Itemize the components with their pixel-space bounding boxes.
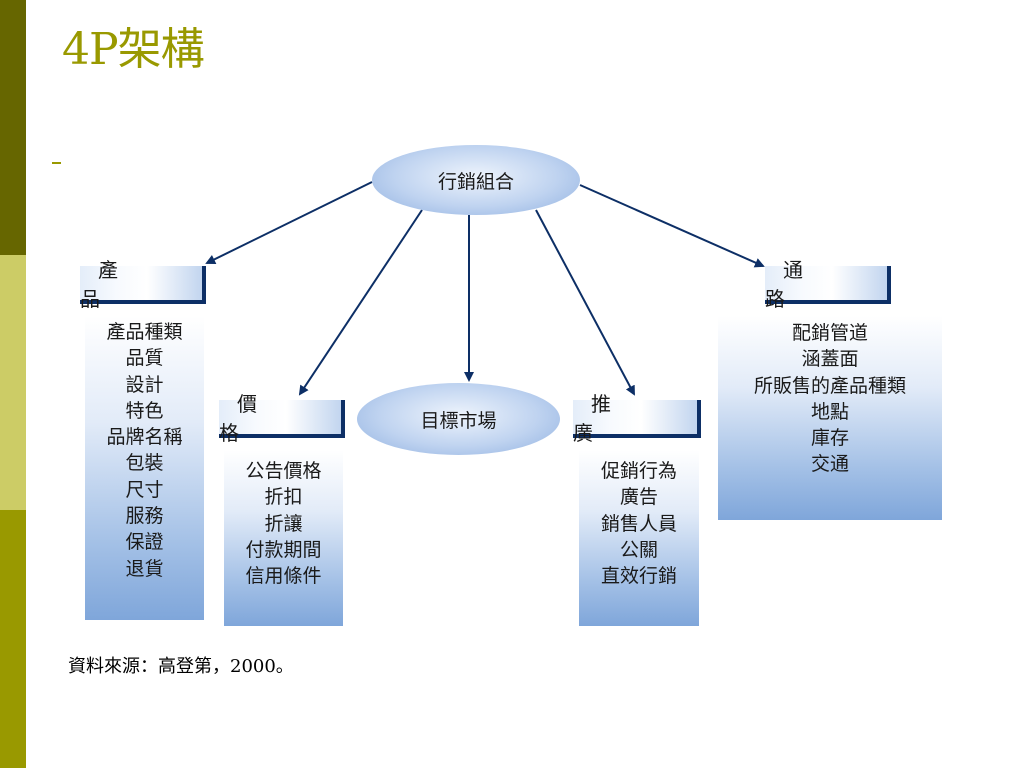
target-market-node: 目標市場 bbox=[357, 383, 560, 455]
bullet-marker bbox=[52, 162, 61, 164]
sidebar-stripe-dark bbox=[0, 0, 26, 255]
promotion-label: 推 廣 bbox=[573, 392, 667, 445]
arrow-to-promotion bbox=[535, 209, 635, 396]
marketing-mix-node: 行銷組合 bbox=[372, 145, 580, 215]
list-item: 產品種類 bbox=[106, 321, 183, 343]
list-item: 涵蓋面 bbox=[801, 348, 859, 371]
list-item: 交通 bbox=[810, 453, 849, 476]
list-item: 庫存 bbox=[810, 427, 849, 450]
list-item: 配銷管道 bbox=[791, 322, 868, 344]
list-item: 公關 bbox=[619, 538, 658, 561]
list-item: 折讓 bbox=[264, 512, 303, 535]
list-item: 信用條件 bbox=[245, 565, 322, 588]
list-item: 特色 bbox=[125, 399, 164, 422]
source-citation: 資料來源：高登第，2000。 bbox=[68, 656, 294, 677]
list-item: 品質 bbox=[125, 347, 164, 370]
list-item: 公告價格 bbox=[245, 460, 322, 482]
promotion-items-box: 促銷行為 廣告 銷售人員 公關 直效行銷 bbox=[579, 450, 699, 626]
list-item: 品牌名稱 bbox=[106, 426, 183, 449]
price-items-box: 公告價格 折扣 折讓 付款期間 信用條件 bbox=[224, 450, 343, 626]
list-item: 尺寸 bbox=[125, 478, 164, 501]
list-item: 包裝 bbox=[125, 452, 164, 475]
sidebar-stripe-light bbox=[0, 255, 26, 510]
list-item: 設計 bbox=[125, 373, 164, 396]
list-item: 所販售的產品種類 bbox=[753, 374, 906, 397]
list-item: 直效行銷 bbox=[600, 565, 677, 588]
slide-title: 4P架構 bbox=[62, 24, 205, 75]
list-item: 服務 bbox=[125, 505, 164, 528]
arrow-to-place bbox=[579, 184, 765, 268]
list-item: 促銷行為 bbox=[600, 460, 677, 482]
list-item: 折扣 bbox=[264, 486, 303, 509]
arrow-to-product bbox=[205, 181, 373, 264]
list-item: 保證 bbox=[125, 531, 164, 554]
place-label: 通 路 bbox=[765, 258, 859, 311]
sidebar-stripe-mid bbox=[0, 510, 26, 768]
arrow-to-price bbox=[298, 209, 423, 396]
product-label-box: 產 品 bbox=[80, 258, 206, 311]
list-item: 地點 bbox=[810, 400, 849, 423]
promotion-label-box: 推 廣 bbox=[573, 392, 701, 445]
list-item: 廣告 bbox=[619, 486, 658, 509]
product-label: 產 品 bbox=[80, 258, 174, 311]
place-items-box: 配銷管道 涵蓋面 所販售的產品種類 地點 庫存 交通 bbox=[718, 316, 942, 520]
product-items-box: 產品種類 品質 設計 特色 品牌名稱 包裝 尺寸 服務 保證 退貨 bbox=[85, 316, 204, 620]
list-item: 付款期間 bbox=[245, 538, 322, 561]
list-item: 銷售人員 bbox=[600, 512, 677, 535]
list-item: 退貨 bbox=[125, 557, 164, 580]
place-label-box: 通 路 bbox=[765, 258, 891, 311]
price-label-box: 價 格 bbox=[219, 392, 345, 445]
price-label: 價 格 bbox=[219, 392, 313, 445]
